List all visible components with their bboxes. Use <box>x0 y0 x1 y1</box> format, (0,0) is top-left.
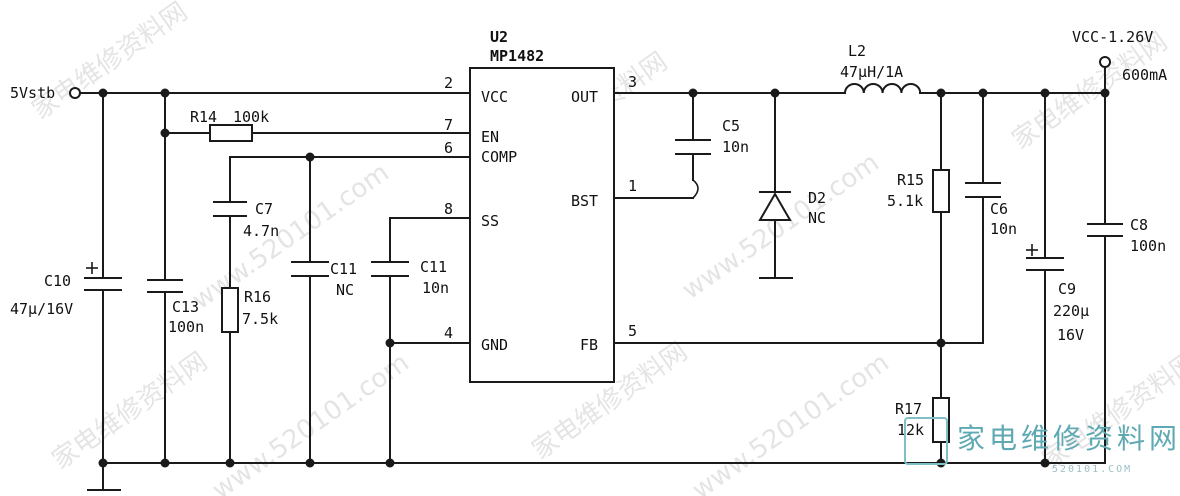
l2-ref: L2 <box>848 42 866 60</box>
c5-ref: C5 <box>722 117 740 135</box>
c11-10n-value: 10n <box>422 279 449 297</box>
pin-name-fb: FB <box>580 336 598 354</box>
pin-num-gnd: 4 <box>444 324 453 342</box>
watermark-text: 家电维修资料网 <box>47 347 213 476</box>
resistor-r14 <box>209 124 253 142</box>
c8-ref: C8 <box>1130 216 1148 234</box>
input-terminal <box>69 87 81 99</box>
pin-name-vcc: VCC <box>481 88 508 106</box>
c13-value: 100n <box>168 318 204 336</box>
r17-ref: R17 <box>895 400 922 418</box>
watermark-text: 家电维修资料网 <box>27 0 193 126</box>
r17-value: 12k <box>897 421 924 439</box>
output-current-label: 600mA <box>1122 66 1167 84</box>
pin-name-bst: BST <box>571 192 598 210</box>
d2-ref: D2 <box>808 189 826 207</box>
capacitor-c10 <box>84 262 122 291</box>
r14-ref: R14 <box>190 108 217 126</box>
pin-name-gnd: GND <box>481 336 508 354</box>
ic-ref-label: U2 <box>490 28 508 46</box>
input-label: 5Vstb <box>10 84 55 102</box>
capacitor-c9 <box>1026 244 1064 271</box>
resistor-r15 <box>932 169 950 213</box>
c7-value: 4.7n <box>243 222 279 240</box>
c9-ref: C9 <box>1058 280 1076 298</box>
inductor-l2 <box>843 83 922 95</box>
pin-num-fb: 5 <box>628 322 637 340</box>
r16-value: 7.5k <box>242 310 278 328</box>
pin-name-ss: SS <box>481 212 499 230</box>
logo-sub: 520101.COM <box>1052 464 1132 475</box>
c13-ref: C13 <box>172 298 199 316</box>
watermark-url: www.520101.com <box>677 148 885 306</box>
ic-u2-body <box>469 67 615 383</box>
c11-nc-ref: C11 <box>330 260 357 278</box>
c7-ref: C7 <box>255 200 273 218</box>
watermark-url: www.520101.com <box>187 158 395 316</box>
site-logo: 家电维修资料网 520101.COM <box>904 417 1180 475</box>
logo-text: 家电维修资料网 <box>957 422 1180 455</box>
wires <box>79 67 1106 491</box>
capacitor-c6 <box>965 182 1001 198</box>
c6-value: 10n <box>990 220 1017 238</box>
resistor-r16 <box>221 287 239 333</box>
r15-ref: R15 <box>897 171 924 189</box>
capacitor-c5 <box>675 139 711 199</box>
capacitor-c7 <box>213 201 247 217</box>
watermark-text: 家电维修资料网 <box>1007 27 1173 156</box>
c11-10n-ref: C11 <box>420 258 447 276</box>
diode-d2 <box>758 191 792 221</box>
pin-name-en: EN <box>481 128 499 146</box>
d2-value: NC <box>808 209 826 227</box>
r16-ref: R16 <box>244 288 271 306</box>
c11-nc-value: NC <box>336 281 354 299</box>
pin-num-out: 3 <box>628 73 637 91</box>
pin-num-comp: 6 <box>444 139 453 157</box>
ic-part-label: MP1482 <box>490 47 544 65</box>
c9-voltage: 16V <box>1057 326 1084 344</box>
pin-name-comp: COMP <box>481 148 517 166</box>
r15-value: 5.1k <box>887 192 923 210</box>
c10-value: 47μ/16V <box>10 300 73 318</box>
c10-ref: C10 <box>44 272 71 290</box>
capacitor-c11-10n <box>371 261 409 277</box>
resistor-r17 <box>932 397 950 443</box>
c9-value: 220μ <box>1053 302 1089 320</box>
capacitor-c11-nc <box>291 261 329 277</box>
output-terminal <box>1099 56 1111 68</box>
pin-num-vcc: 2 <box>444 74 453 92</box>
capacitor-c8 <box>1087 223 1123 237</box>
c8-value: 100n <box>1130 237 1166 255</box>
c5-value: 10n <box>722 138 749 156</box>
c6-ref: C6 <box>990 200 1008 218</box>
l2-value: 47μH/1A <box>840 63 903 81</box>
watermark-text: 家电维修资料网 <box>1037 347 1180 476</box>
pin-name-out: OUT <box>571 88 598 106</box>
pin-num-bst: 1 <box>628 177 637 195</box>
output-voltage-label: VCC-1.26V <box>1072 28 1153 46</box>
watermark-url: www.520101.com <box>687 348 895 496</box>
junction-dots <box>98 88 1110 468</box>
capacitor-c13 <box>147 279 183 293</box>
r14-value: 100k <box>233 108 269 126</box>
pin-num-ss: 8 <box>444 200 453 218</box>
pin-num-en: 7 <box>444 116 453 134</box>
